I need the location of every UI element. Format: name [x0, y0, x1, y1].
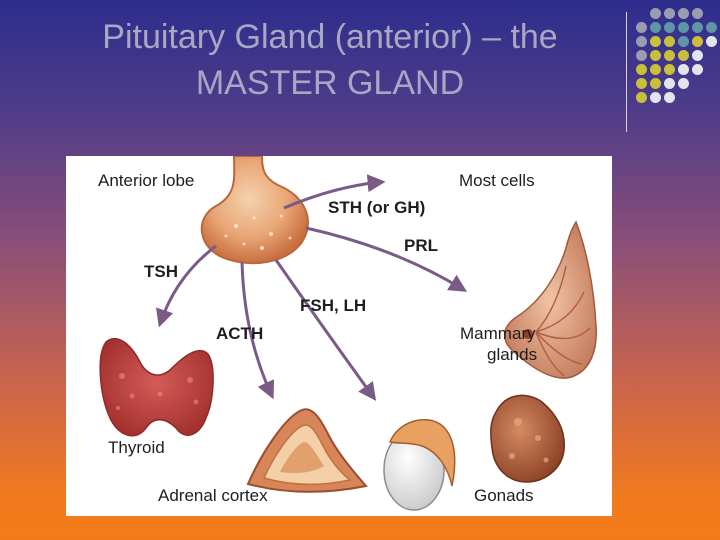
decorative-dot	[692, 8, 703, 19]
decorative-dot	[664, 22, 675, 33]
decorative-dot	[650, 78, 661, 89]
mammary-gland-illustration	[504, 220, 597, 379]
arrow-tsh	[156, 244, 217, 328]
decorative-dot	[692, 50, 703, 61]
label-gonads: Gonads	[474, 486, 534, 505]
decorative-dot	[636, 78, 647, 89]
decorative-dot	[664, 36, 675, 47]
decorative-dot	[664, 50, 675, 61]
hormone-arrows	[156, 174, 468, 401]
decorative-dot	[636, 50, 647, 61]
label-thyroid: Thyroid	[108, 438, 165, 457]
label-anterior-lobe: Anterior lobe	[98, 171, 195, 190]
decorative-dot	[650, 50, 661, 61]
arrow-acth	[240, 261, 275, 400]
decorative-dot	[636, 64, 647, 75]
decorative-dot	[706, 36, 717, 47]
label-tsh: TSH	[144, 262, 178, 281]
thyroid-illustration	[99, 337, 214, 437]
decorative-dot	[664, 78, 675, 89]
decorative-dot	[678, 8, 689, 19]
label-prl: PRL	[404, 236, 438, 255]
decorative-dot	[650, 22, 661, 33]
decorative-dot	[664, 92, 675, 103]
label-adrenal-cortex: Adrenal cortex	[158, 486, 268, 505]
label-acth: ACTH	[216, 324, 264, 343]
slide-title: Pituitary Gland (anterior) – the MASTER …	[30, 14, 630, 106]
slide-title-line-1: Pituitary Gland (anterior) – the	[102, 18, 558, 56]
decorative-dot	[678, 64, 689, 75]
decorative-dot	[650, 8, 661, 19]
decorative-dot	[650, 36, 661, 47]
label-mammary: Mammary	[460, 324, 536, 343]
decorative-dot	[650, 64, 661, 75]
decorative-dot	[678, 22, 689, 33]
adrenal-cortex-illustration	[246, 408, 368, 493]
decorative-dot	[636, 92, 647, 103]
label-fsh-lh: FSH, LH	[300, 296, 367, 315]
title-divider	[626, 12, 627, 132]
decorative-dot	[678, 36, 689, 47]
decorative-dot	[678, 50, 689, 61]
arrow-sth	[283, 174, 386, 210]
decorative-dot	[664, 8, 675, 19]
decorative-dot	[664, 64, 675, 75]
diagram-panel: Anterior lobe Most cells STH (or GH) PRL…	[66, 156, 612, 516]
decorative-dot	[678, 78, 689, 89]
arrow-prl	[305, 226, 468, 292]
decorative-dot	[692, 36, 703, 47]
decorative-dot	[650, 92, 661, 103]
label-most-cells: Most cells	[459, 171, 535, 190]
decorative-dot	[692, 22, 703, 33]
diagram-illustration	[99, 156, 597, 511]
label-sth: STH (or GH)	[328, 198, 426, 217]
slide-title-line-2: MASTER GLAND	[195, 64, 465, 102]
label-glands: glands	[487, 345, 538, 364]
testis-illustration	[383, 419, 456, 511]
pituitary-anterior-lobe	[200, 156, 309, 265]
decorative-dot	[636, 22, 647, 33]
ovary-illustration	[490, 394, 565, 483]
decorative-dot	[636, 36, 647, 47]
decorative-dot	[692, 64, 703, 75]
decorative-dot	[706, 22, 717, 33]
arrow-fsh-lh	[274, 259, 377, 401]
